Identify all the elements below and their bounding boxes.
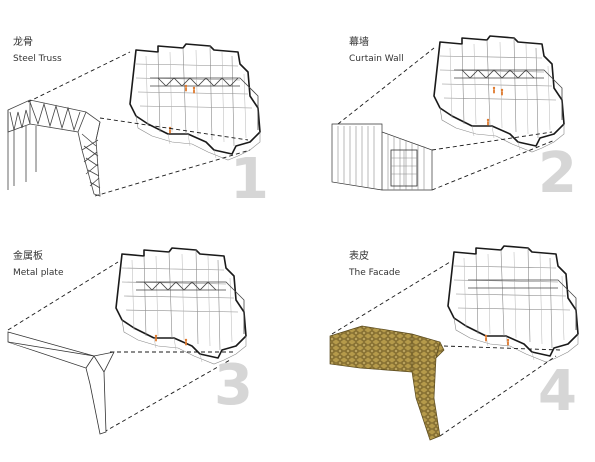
person-icon bbox=[493, 87, 495, 94]
panel-3-metal-plate-element bbox=[8, 332, 114, 434]
panel-4: 表皮 The Facade 4 bbox=[330, 246, 578, 440]
panel-4-label-en: The Facade bbox=[348, 268, 401, 278]
person-icon bbox=[185, 339, 187, 346]
panel-2-building bbox=[434, 36, 564, 152]
panel-3-label-zh: 金属板 bbox=[13, 249, 43, 262]
panel-3: 金属板 Metal plate 3 bbox=[8, 248, 253, 434]
person-icon bbox=[185, 85, 187, 92]
person-icon bbox=[155, 335, 157, 342]
person-icon bbox=[487, 119, 489, 126]
panel-1-label-zh: 龙骨 bbox=[13, 35, 33, 48]
panel-1-building bbox=[130, 44, 260, 160]
panel-4-facade-element bbox=[330, 326, 444, 440]
person-icon bbox=[501, 89, 503, 96]
panel-2-curtain-wall-element bbox=[332, 124, 432, 190]
panel-3-label-en: Metal plate bbox=[13, 268, 64, 278]
person-icon bbox=[193, 87, 195, 94]
panel-2-label-zh: 幕墙 bbox=[349, 35, 369, 48]
panel-4-label-zh: 表皮 bbox=[349, 249, 369, 262]
person-icon bbox=[507, 339, 509, 346]
panel-2-label-en: Curtain Wall bbox=[349, 54, 404, 64]
panel-1-steel-truss-element bbox=[8, 100, 100, 196]
panel-4-building bbox=[448, 246, 578, 362]
panel-4-number: 4 bbox=[538, 359, 577, 424]
panel-1: 龙骨 Steel Truss 1 bbox=[8, 35, 269, 212]
panel-1-number: 1 bbox=[230, 147, 269, 212]
panel-2-number: 2 bbox=[538, 141, 577, 206]
person-icon bbox=[169, 127, 171, 134]
panel-2: 幕墙 Curtain Wall 2 bbox=[332, 35, 577, 206]
panel-3-building bbox=[116, 248, 246, 364]
panel-3-number: 3 bbox=[214, 353, 253, 418]
panel-1-label-en: Steel Truss bbox=[13, 54, 62, 64]
person-icon bbox=[485, 335, 487, 342]
